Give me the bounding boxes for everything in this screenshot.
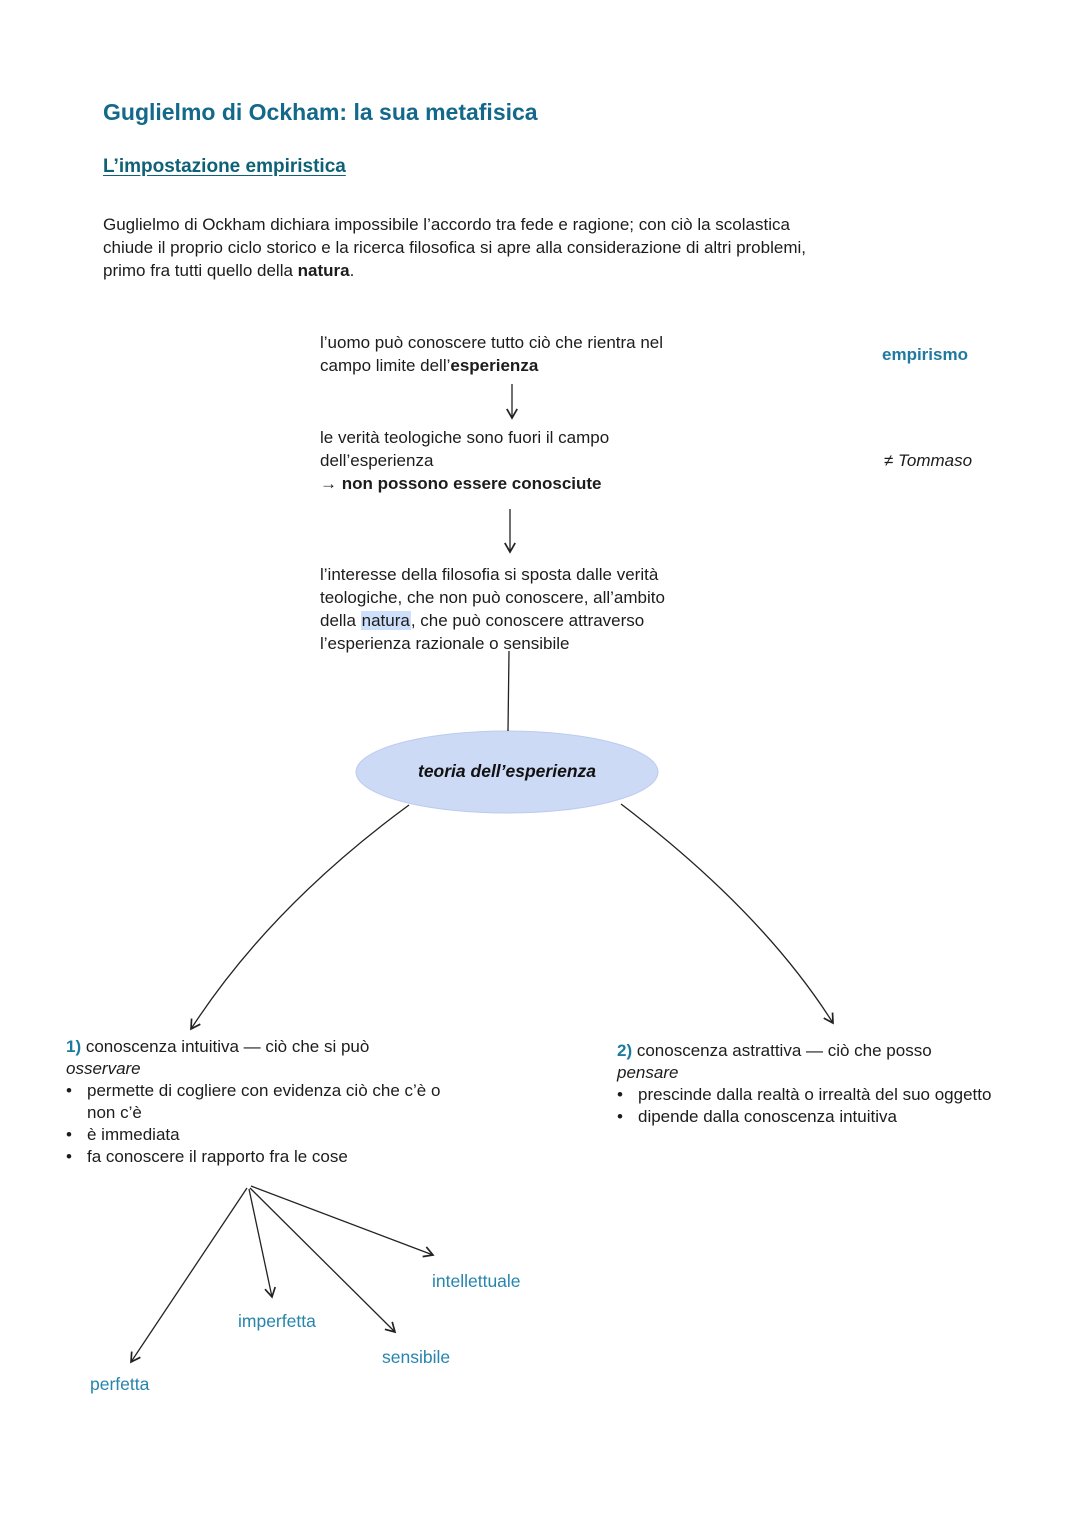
bullet-line: fa conoscere il rapporto fra le cose: [87, 1147, 348, 1166]
branch-verb: osservare: [66, 1059, 141, 1078]
ellipse-node-label: teoria dell’esperienza: [418, 761, 596, 781]
bullet-icon: •: [66, 1147, 72, 1166]
arrow-to-perfetta: [130, 1187, 248, 1364]
leaf-label-perfetta: perfetta: [90, 1374, 150, 1394]
curve-ellipse-to-branch1: [190, 804, 410, 1031]
branch-verb: pensare: [617, 1063, 679, 1082]
section-heading: L’impostazione empiristica: [103, 156, 346, 177]
flow-block-esperienza: l’uomo può conoscere tutto ciò che rient…: [320, 331, 663, 377]
bullet-line: dipende dalla conoscenza intuitiva: [638, 1107, 897, 1126]
curve-ellipse-to-branch2: [620, 803, 834, 1025]
highlighted-natura: natura: [360, 611, 411, 630]
bullet-line: è immediata: [87, 1125, 180, 1144]
flow-block-verita-teologiche: le verità teologiche sono fuori il campo…: [320, 426, 609, 495]
bullet-item: • dipende dalla conoscenza intuitiva: [617, 1106, 991, 1128]
bullet-text: permette di cogliere con evidenza ciò ch…: [87, 1080, 440, 1124]
bullet-line: prescinde dalla realtà o irrealtà del su…: [638, 1085, 992, 1104]
branch-title: 2) conoscenza astrattiva — ciò che posso: [617, 1040, 991, 1062]
flow-line: l’uomo può conoscere tutto ciò che rient…: [320, 333, 664, 352]
arrow-to-imperfetta: [248, 1188, 276, 1299]
flow-line: l’interesse della filosofia si sposta da…: [320, 565, 659, 584]
branch-conoscenza-astrattiva: 2) conoscenza astrattiva — ciò che posso…: [617, 1040, 991, 1128]
bullet-item: • è immediata: [66, 1124, 440, 1146]
branch-title: 1) conoscenza intuitiva — ciò che si può: [66, 1036, 440, 1058]
bullet-icon: •: [66, 1125, 72, 1144]
intro-line: Guglielmo di Ockham dichiara impossibile…: [103, 215, 790, 234]
branch-conoscenza-intuitiva: 1) conoscenza intuitiva — ciò che si può…: [66, 1036, 440, 1168]
bullet-item: • fa conoscere il rapporto fra le cose: [66, 1146, 440, 1168]
page-title: Guglielmo di Ockham: la sua metafisica: [103, 99, 538, 125]
branch-title-text: conoscenza astrattiva — ciò che posso: [632, 1041, 932, 1060]
bullet-text: fa conoscere il rapporto fra le cose: [87, 1146, 348, 1168]
flow-bold-conclusion: non possono essere conosciute: [341, 474, 602, 493]
intro-text: .: [349, 261, 355, 280]
flow-line: le verità teologiche sono fuori il campo: [320, 428, 610, 447]
flow-line: → non possono essere conosciute: [320, 472, 609, 495]
intro-bold-natura: natura: [297, 261, 350, 280]
side-label-empirismo: empirismo: [882, 345, 968, 364]
flow-block-interesse-filosofia: l’interesse della filosofia si sposta da…: [320, 563, 665, 655]
intro-line: chiude il proprio ciclo storico e la ric…: [103, 238, 806, 257]
bullet-text: è immediata: [87, 1124, 180, 1146]
arrow-to-intellettuale: [250, 1185, 435, 1258]
intro-text: primo fra tutti quello della: [103, 261, 298, 280]
flow-line: dell’esperienza: [320, 451, 434, 470]
leaf-label-sensibile: sensibile: [382, 1347, 451, 1367]
flow-line: campo limite dell’esperienza: [320, 354, 663, 377]
branch-number: 2): [617, 1041, 633, 1060]
side-label-tommaso: ≠ Tommaso: [884, 451, 973, 470]
connector-block3-to-ellipse: [507, 650, 510, 732]
flow-text: della: [320, 611, 361, 630]
flow-bold-esperienza: esperienza: [450, 356, 539, 375]
flow-line: della natura, che può conoscere attraver…: [320, 609, 665, 632]
bullet-text: prescinde dalla realtà o irrealtà del su…: [638, 1084, 991, 1106]
bullet-text: dipende dalla conoscenza intuitiva: [638, 1106, 897, 1128]
flow-text: campo limite dell’: [320, 356, 451, 375]
bullet-line: non c’è: [87, 1103, 142, 1122]
flow-line: l’esperienza razionale o sensibile: [320, 634, 570, 653]
bullet-item: • prescinde dalla realtà o irrealtà del …: [617, 1084, 991, 1106]
branch-number: 1): [66, 1037, 82, 1056]
bullet-icon: •: [617, 1107, 623, 1126]
leaf-label-intellettuale: intellettuale: [432, 1271, 521, 1291]
flow-line: teologiche, che non può conoscere, all’a…: [320, 588, 665, 607]
bullet-icon: •: [617, 1085, 623, 1104]
intro-line: primo fra tutti quello della natura.: [103, 259, 806, 282]
bullet-item: • permette di cogliere con evidenza ciò …: [66, 1080, 440, 1124]
bullet-line: permette di cogliere con evidenza ciò ch…: [87, 1081, 441, 1100]
branch-title-text: conoscenza intuitiva — ciò che si può: [81, 1037, 370, 1056]
bullet-icon: •: [66, 1081, 72, 1100]
flow-text: , che può conoscere attraverso: [410, 611, 645, 630]
inline-arrow-glyph: →: [320, 474, 342, 493]
intro-paragraph: Guglielmo di Ockham dichiara impossibile…: [103, 213, 806, 282]
leaf-label-imperfetta: imperfetta: [238, 1311, 316, 1331]
